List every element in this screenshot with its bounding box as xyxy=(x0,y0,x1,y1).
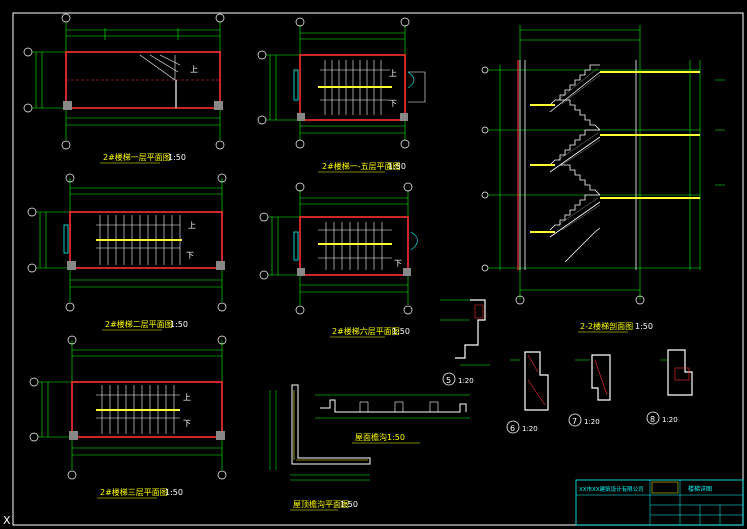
plan-title: 2#楼梯一层平面图 xyxy=(103,152,171,162)
detail-scale: 1:20 xyxy=(458,377,474,385)
plan-first-floor: 上 2#楼梯一层平面图 1:50 xyxy=(23,13,225,164)
detail-mark: 5 xyxy=(446,376,451,385)
roof-eave-section: 屋面檐沟1:50 xyxy=(315,394,470,444)
drawing-name: 楼梯详图 xyxy=(688,485,712,493)
up-label: 上 xyxy=(188,221,196,230)
detail-7: 7 1:20 xyxy=(568,354,611,427)
detail-mark: 6 xyxy=(510,424,515,433)
detail-8: 8 1:20 xyxy=(646,349,693,425)
plan-scale: 1:50 xyxy=(388,162,406,171)
plan-title: 2#楼梯三层平面图 xyxy=(100,487,168,497)
plan-title: 屋顶檐沟平面图 xyxy=(293,499,349,509)
plan-scale: 1:50 xyxy=(392,327,410,336)
sheet-border xyxy=(12,12,744,526)
plan-scale: 1:50 xyxy=(340,500,358,509)
plan-scale: 1:50 xyxy=(165,488,183,497)
detail-scale: 1:20 xyxy=(522,425,538,433)
detail-scale: 1:20 xyxy=(584,418,600,426)
detail-6: 6 1:20 xyxy=(506,351,549,434)
corner-mark: X xyxy=(3,514,11,527)
company-name: XX市XX建筑设计有限公司 xyxy=(579,485,644,493)
plan-title: 2#楼梯六层平面图 xyxy=(332,326,400,336)
detail-mark: 8 xyxy=(650,415,655,424)
stair-section: 2-2楼梯剖面图 1:50 xyxy=(481,25,725,333)
detail-mark: 7 xyxy=(572,417,577,426)
down-label: 下 xyxy=(389,99,397,108)
detail-scale: 1:20 xyxy=(662,416,678,424)
plan-first-to-fifth-floor: 上 下 2#楼梯一-五层平面图 1:50 xyxy=(257,17,426,173)
plan-third-floor: 上 下 2#楼梯三层平面图 1:50 xyxy=(29,335,227,499)
plan-title: 2#楼梯二层平面图 xyxy=(105,319,173,329)
plan-second-floor: 上 下 2#楼梯二层平面图 1:50 xyxy=(27,173,227,331)
title-block: XX市XX建筑设计有限公司 楼梯详图 xyxy=(575,479,744,526)
down-label: 下 xyxy=(183,419,191,428)
section-title: 2-2楼梯剖面图 xyxy=(580,321,633,331)
down-label: 下 xyxy=(186,251,194,260)
detail-title: 屋面檐沟1:50 xyxy=(355,432,405,442)
roof-gutter-plan: 屋顶檐沟平面图 1:50 xyxy=(269,384,371,511)
plan-sixth-floor: 下 2#楼梯六层平面图 1:50 xyxy=(259,182,418,338)
plan-title: 2#楼梯一-五层平面图 xyxy=(322,161,401,171)
up-label: 上 xyxy=(389,69,397,78)
up-label: 上 xyxy=(183,393,191,402)
up-label: 上 xyxy=(190,65,198,74)
plan-scale: 1:50 xyxy=(170,320,188,329)
section-scale: 1:50 xyxy=(635,322,653,331)
down-label: 下 xyxy=(394,259,402,268)
detail-5: 5 1:20 xyxy=(440,299,490,386)
plan-scale: 1:50 xyxy=(168,153,186,162)
